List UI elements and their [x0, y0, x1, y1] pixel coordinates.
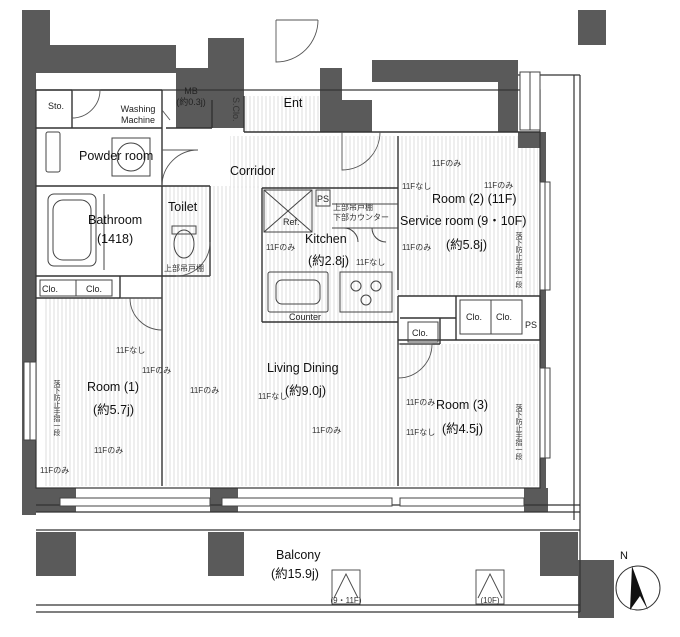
washing-machine-label-2: Machine	[120, 115, 156, 125]
note-11f-only: 11Fのみ	[142, 366, 172, 375]
note-11f-only: 11Fのみ	[94, 446, 124, 455]
note-11f-none: 11Fなし	[406, 428, 436, 437]
closet-label-4: Clo.	[496, 312, 513, 322]
note-11f-none: 11Fなし	[116, 346, 146, 355]
living-dining-label: Living Dining	[267, 361, 339, 375]
powder-room-label: Powder room	[79, 149, 154, 163]
compass-icon	[615, 565, 661, 611]
service-room-label: Service room (9・10F)	[400, 214, 527, 228]
closet-label-3: Clo.	[466, 312, 483, 322]
note-11f-only: 11Fのみ	[406, 398, 436, 407]
balcony-vents	[331, 569, 505, 605]
toilet-label: Toilet	[168, 200, 198, 214]
closet-label-1: Clo.	[42, 284, 59, 294]
service-room-area: (約5.8j)	[446, 238, 487, 252]
room3-area: (約4.5j)	[442, 422, 483, 436]
windows	[23, 71, 551, 507]
fall-guard-note-service: 落下防止手摺一段	[515, 232, 522, 288]
meter-box-area: (約0.3j)	[176, 97, 206, 107]
partitions	[36, 89, 541, 486]
note-11f-only: 11Fのみ	[312, 426, 342, 435]
closet-label-2: Clo.	[86, 284, 103, 294]
note-11f-only: 11Fのみ	[484, 181, 514, 190]
doors	[71, 19, 433, 379]
shoe-closet-label: S.Clo.	[231, 97, 241, 122]
storage-label: Sto.	[48, 101, 65, 111]
vent-label-left: (9・11F)	[330, 596, 362, 605]
closet-label-5: Clo.	[412, 328, 429, 338]
note-11f-none: 11Fなし	[258, 392, 288, 401]
toilet-fixture	[171, 225, 197, 259]
room3-label: Room (3)	[436, 398, 489, 412]
kitchen-area: (約2.8j)	[308, 254, 349, 268]
kitchen-label: Kitchen	[305, 232, 347, 246]
balcony-area: (約15.9j)	[271, 567, 319, 581]
flooring	[44, 96, 538, 486]
counter-label: Counter	[288, 312, 322, 322]
entrance-label: Ent	[283, 96, 303, 110]
room1-area: (約5.7j)	[93, 403, 134, 417]
fall-guard-note-room1: 落下防止手摺一段	[53, 380, 60, 436]
vent-label-right: (10F)	[480, 596, 500, 605]
balcony-label: Balcony	[276, 548, 321, 562]
bathtub	[45, 131, 151, 270]
room1-label: Room (1)	[87, 380, 140, 394]
bathroom-size: (1418)	[97, 232, 134, 246]
kitchen-cabinet-label: 上部吊戸棚	[333, 203, 373, 212]
note-11f-only: 11Fのみ	[40, 466, 70, 475]
fall-guard-note-room3: 落下防止手摺一段	[515, 404, 522, 460]
note-11f-only: 11Fのみ	[190, 386, 220, 395]
note-11f-only: 11Fのみ	[266, 243, 296, 252]
closet-outlines	[39, 279, 523, 343]
room2-label: Room (2) (11F)	[432, 192, 517, 206]
note-11f-none: 11Fなし	[402, 182, 432, 191]
compass-label: N	[620, 550, 628, 562]
note-11f-only: 11Fのみ	[402, 243, 432, 252]
kitchen-fixtures	[263, 189, 398, 313]
living-dining-area: (約9.0j)	[285, 384, 326, 398]
corridor-label: Corridor	[230, 164, 276, 178]
bathroom-label: Bathroom	[88, 213, 143, 227]
structural-walls	[22, 10, 614, 618]
note-11f-only: 11Fのみ	[432, 159, 462, 168]
kitchen-counter-label: 下部カウンター	[333, 213, 389, 222]
pipe-space-kitchen: PS	[317, 194, 330, 204]
toilet-cabinet-label: 上部吊戸棚	[164, 264, 204, 273]
note-11f-none: 11Fなし	[356, 258, 386, 267]
meter-box-label: MB	[184, 86, 198, 96]
fridge-label: Ref.	[283, 217, 300, 227]
washing-machine-label-1: Washing	[120, 104, 156, 114]
pipe-space-room: PS	[525, 320, 538, 330]
